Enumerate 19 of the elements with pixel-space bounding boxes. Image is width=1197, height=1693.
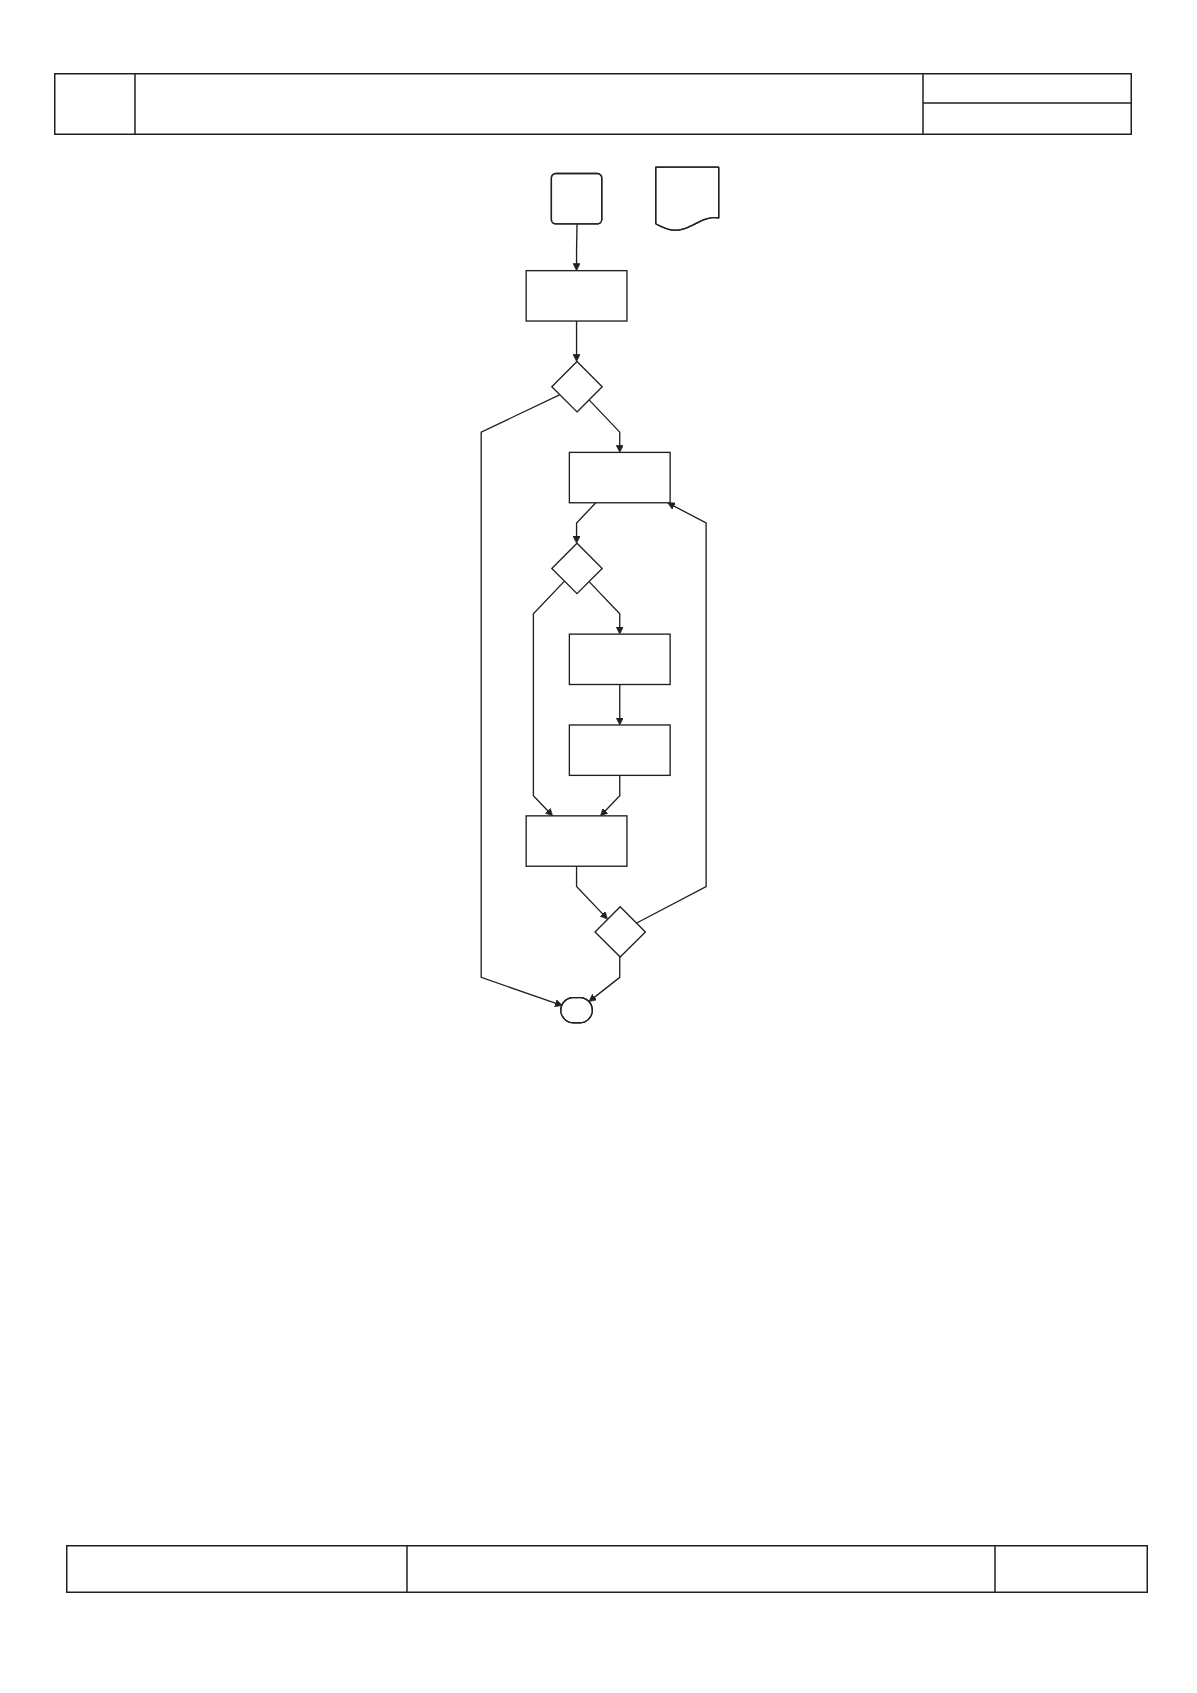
node-box	[568, 724, 671, 777]
arrow	[588, 956, 621, 1002]
node-box	[525, 270, 628, 322]
node-box	[568, 451, 671, 504]
arrow	[575, 865, 608, 920]
arrow	[532, 580, 565, 817]
arrow	[600, 774, 621, 817]
arrow	[588, 580, 624, 635]
arrow	[572, 320, 581, 362]
arrow	[572, 223, 581, 271]
arrow	[588, 398, 624, 453]
arrow	[572, 502, 597, 544]
node-diamond	[594, 905, 647, 959]
node-diamond	[550, 360, 604, 413]
node-box	[568, 633, 671, 686]
arrow	[615, 683, 624, 726]
node-box	[525, 815, 628, 867]
node-diamond	[550, 542, 604, 595]
arrow	[480, 394, 563, 1007]
